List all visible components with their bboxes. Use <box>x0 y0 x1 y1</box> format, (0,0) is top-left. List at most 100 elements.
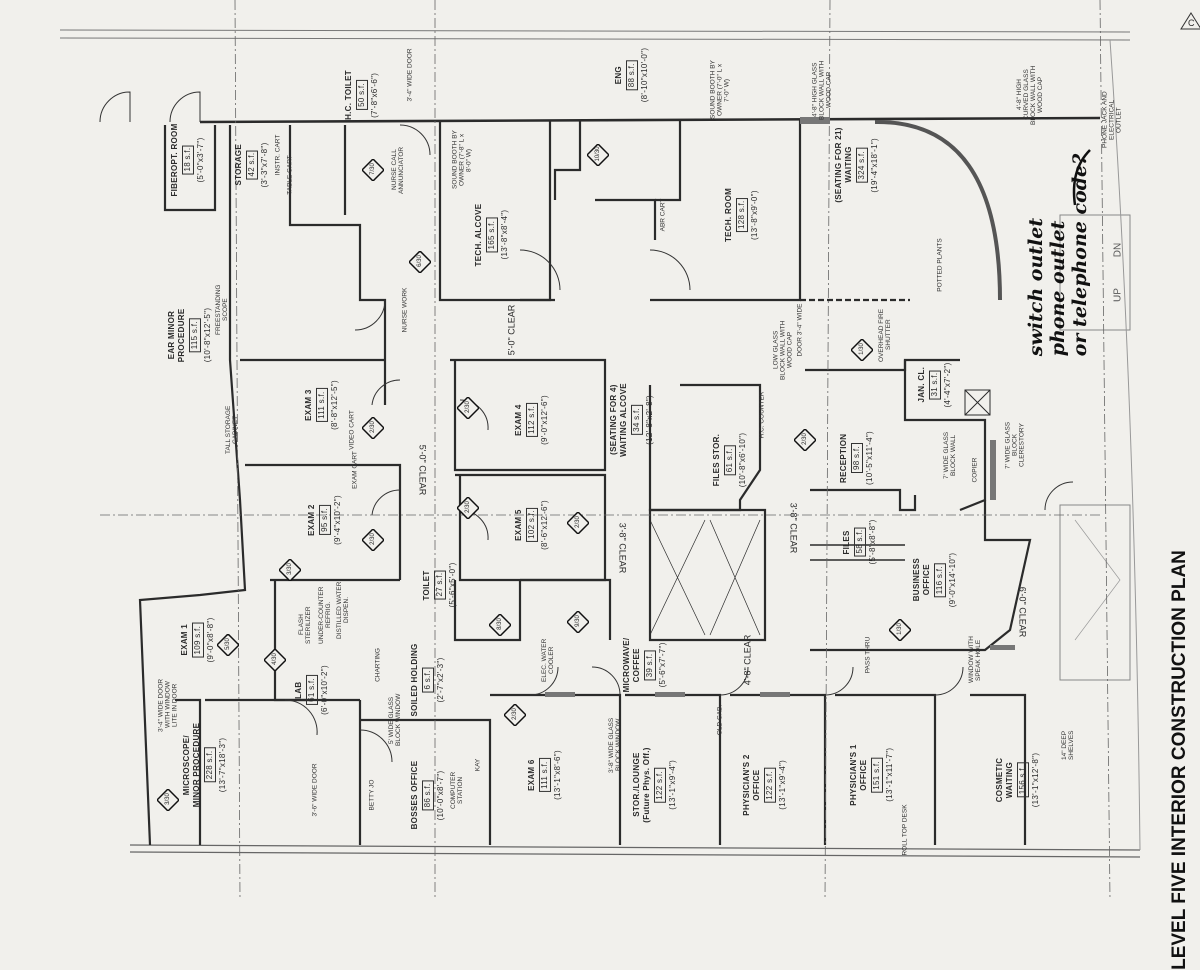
room-dimensions: (9'-4"x10'-2") <box>333 495 342 545</box>
elevation-tag: 2/30 <box>502 702 528 728</box>
drawing-note: 3'-4" WIDE DOOR WITH WINDOW LITE IN DOOR <box>157 678 179 732</box>
drawing-note: CHARTING <box>374 648 382 682</box>
room-area: 61 s.f. <box>306 675 318 705</box>
room-dimensions: (13'-1"x9'-4") <box>668 760 677 810</box>
drawing-note: NURSE CALL ANNUNCIATOR <box>391 146 405 194</box>
room-area: 58 s.f. <box>854 527 866 557</box>
room-name: OFFICE <box>752 769 761 801</box>
room-area: 95 s.f. <box>319 505 331 535</box>
drawing-note: BETTY JO <box>368 779 376 811</box>
room-area: 111 s.f. <box>539 758 551 792</box>
drawing-note: 7' WIDE GLASS BLOCK CLERESTORY <box>1004 421 1026 469</box>
room-dimensions: (8'-6"x12'-6") <box>540 500 549 550</box>
elevation-tag: 2/30 <box>360 527 386 553</box>
clearance-dimension: 5'-0" CLEAR <box>506 304 517 356</box>
room-area: 165 s.f. <box>486 217 498 253</box>
room-name: WAITING <box>1005 761 1014 799</box>
drawing-note: DISTILLED WATER DISPEN. <box>336 581 350 639</box>
drawing-note: TALL STORAGE CABINET <box>225 405 239 455</box>
elevation-tag: 1/30 <box>887 617 913 643</box>
room-area: 128 s.f. <box>736 197 748 233</box>
drawing-title: LEVEL FIVE INTERIOR CONSTRUCTION PLAN <box>1169 550 1190 970</box>
room-area: 88 s.f. <box>626 60 638 90</box>
elevation-tag-number: 2/30 <box>465 501 471 513</box>
room-name: SOILED HOLDING <box>410 643 419 717</box>
stair-down-label: DN <box>1112 242 1124 258</box>
room-dimensions: (10'-0"x8'-7") <box>436 770 445 820</box>
room-area: 122 s.f. <box>764 767 776 803</box>
handwritten-note-line: phone outlet <box>1047 220 1069 357</box>
room-dimensions: (3'-3"x7'-8") <box>260 142 269 188</box>
room-area: 39 s.f. <box>644 650 656 680</box>
room-area: 115 s.f. <box>189 317 201 353</box>
room-area: 228 s.f. <box>204 747 216 783</box>
elevation-tag-number: 3/30 <box>165 793 171 805</box>
drawing-note: DOOR 3'-4" WIDE <box>796 303 804 357</box>
room-dimensions: (13'-8"x9'-0") <box>750 190 759 240</box>
room-dimensions: (13'-8"x8'-4") <box>500 210 509 260</box>
room-area: 111 s.f. <box>316 388 328 422</box>
room-dimensions: (10'-5"x11'-4") <box>865 431 874 485</box>
room-name: BOSSES OFFICE <box>410 760 419 830</box>
room-dimensions: (13'-7"x18'-3") <box>218 737 227 793</box>
drawing-note: H.C. COUNTER <box>758 391 766 439</box>
room-name: (SEATING FOR 4) <box>609 384 618 456</box>
room-label: FILES STOR.61 s.f.(10'-8"x6'-10") <box>712 433 748 488</box>
room-name: WAITING <box>844 146 853 184</box>
room-label: JAN. CL.31 s.f.(4'-4"x7'-2") <box>917 362 953 407</box>
room-dimensions: (9'-0"x14'-10") <box>948 552 957 608</box>
room-name: MINOR PROCEDURE <box>192 722 201 808</box>
room-label: STOR./LOUNGE(Future Phys. Off.)122 s.f.(… <box>632 747 678 822</box>
room-name: ENG <box>614 65 623 85</box>
room-dimensions: (13'-1"x12'-8") <box>1031 752 1040 808</box>
elevation-tag-number: 8/30 <box>497 618 503 630</box>
room-area: 112 s.f. <box>526 402 538 438</box>
room-name: OFFICE <box>922 564 931 596</box>
handwritten-arrow <box>1072 149 1091 206</box>
room-name: TECH. ROOM <box>724 187 733 243</box>
elevation-tag: 7/30 <box>360 157 386 183</box>
room-name: H.C. TOILET <box>344 70 353 120</box>
room-name: EAR MINOR <box>167 310 176 360</box>
handwritten-note-line: switch outlet <box>1025 217 1047 357</box>
drawing-note: ROLL TOP DESK <box>901 804 909 856</box>
elevation-tag: 3/30 <box>277 557 303 583</box>
room-name: RECEPTION <box>839 433 848 483</box>
elevation-tag: 4/30 <box>262 647 288 673</box>
clearance-dimension: 3'-8" CLEAR <box>788 502 799 554</box>
room-dimensions: (13'-1"x8'-6") <box>553 750 562 800</box>
room-dimensions: (2'-7"x2'-3") <box>436 657 445 703</box>
room-dimensions: (13'-1"x11'-7") <box>885 748 894 802</box>
room-area: 34 s.f. <box>631 405 643 435</box>
room-dimensions: (10'-8"x12'-5") <box>203 307 212 363</box>
drawing-note: TABLE CART <box>286 155 294 195</box>
drawing-note: WINDOW WITH SPEAK HOLE <box>968 636 982 684</box>
room-area: 61 s.f. <box>724 445 736 475</box>
room-area: 50 s.f. <box>356 80 368 110</box>
room-dimensions: (5'-6"x5'-0") <box>448 562 457 608</box>
room-name: FIBEROPT. ROOM <box>170 123 179 197</box>
room-dimensions: (9'-0"x12'-6") <box>540 395 549 445</box>
drawing-note: FLASH STERILIZER <box>298 606 312 644</box>
room-dimensions: (5'-6"x7'-7") <box>658 642 667 688</box>
elevation-tag-number: 9/30 <box>575 615 581 627</box>
elevation-tag-number: 2/30 <box>575 516 581 528</box>
room-dimensions: (12'-8"x2'-8") <box>645 395 654 445</box>
elevation-tag-number: 6/30 <box>417 255 423 267</box>
drawing-note: OLD CAB. <box>716 704 724 736</box>
room-dimensions: (19'-4"x18'-1") <box>870 137 879 193</box>
